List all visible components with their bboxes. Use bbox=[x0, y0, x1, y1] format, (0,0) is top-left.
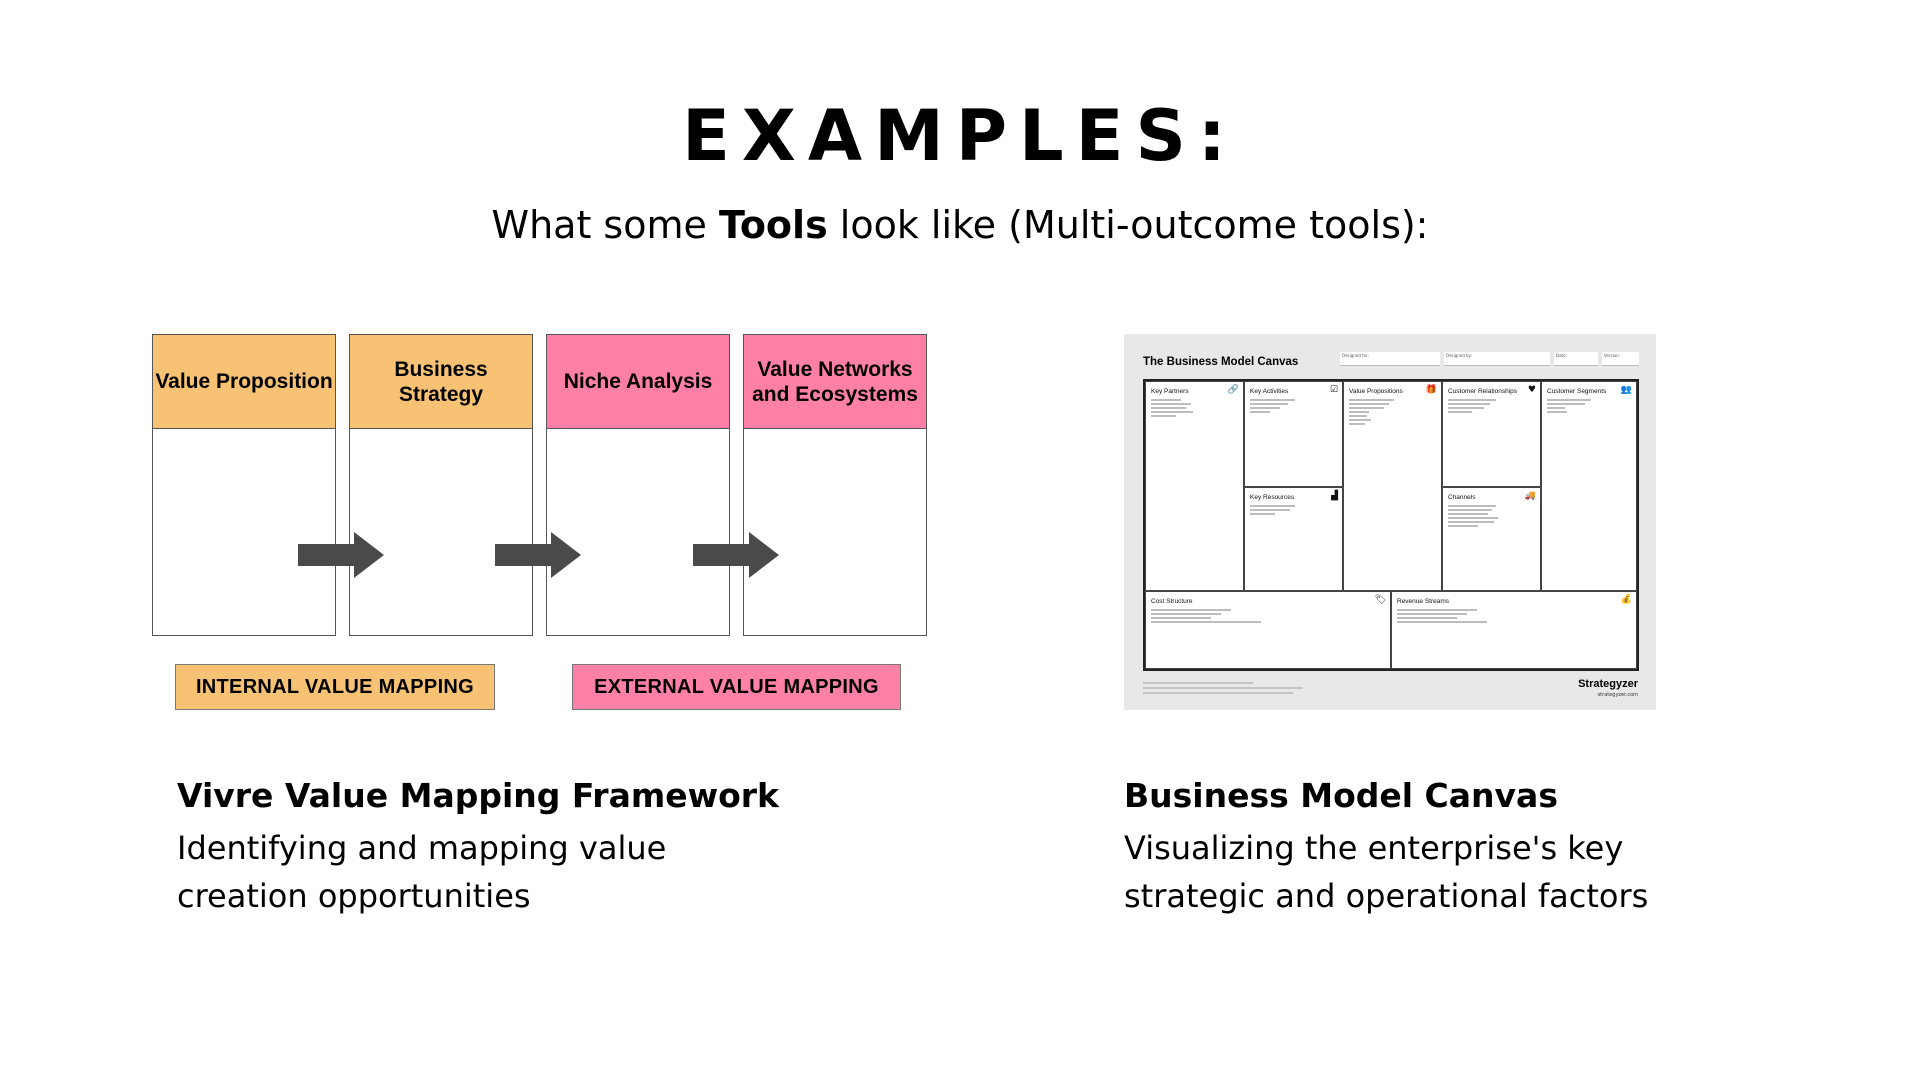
framework-column-niche-analysis: Niche Analysis bbox=[546, 334, 730, 636]
cell-label: Cost Structure bbox=[1151, 598, 1193, 605]
factory-icon: ▟ bbox=[1331, 491, 1338, 501]
framework-caption-title: Vivre Value Mapping Framework bbox=[177, 776, 779, 815]
bmc-footer-text bbox=[1143, 682, 1303, 697]
text-lines bbox=[1547, 399, 1591, 415]
gift-icon: 🎁 bbox=[1425, 385, 1437, 395]
bmc-cell-customer-relationships: Customer Relationships ♥ bbox=[1442, 381, 1541, 487]
arrow-right-icon bbox=[495, 532, 581, 578]
bmc-caption-description: Visualizing the enterprise's key strateg… bbox=[1124, 829, 1649, 915]
arrow-right-icon bbox=[298, 532, 384, 578]
bmc-board: Key Partners 🔗 Key Activities ☑ Key Reso… bbox=[1143, 379, 1639, 671]
bmc-cell-value-propositions: Value Propositions 🎁 bbox=[1343, 381, 1442, 591]
cell-label: Customer Relationships bbox=[1448, 388, 1518, 395]
framework-column-value-proposition: Value Proposition bbox=[152, 334, 336, 636]
page-subtitle: What some Tools look like (Multi-outcome… bbox=[0, 200, 1920, 250]
text-lines bbox=[1151, 399, 1193, 419]
text-lines bbox=[1349, 399, 1394, 427]
truck-icon: 🚚 bbox=[1524, 491, 1536, 501]
bmc-title: The Business Model Canvas bbox=[1143, 356, 1299, 368]
bmc-meta-designed-by: Designed by: bbox=[1444, 352, 1550, 366]
framework-caption-description: Identifying and mapping value creation o… bbox=[177, 829, 667, 915]
page-title: EXAMPLES: bbox=[682, 95, 1238, 177]
framework-column-business-strategy: Business Strategy bbox=[349, 334, 533, 636]
bmc-meta-date: Date: bbox=[1554, 352, 1598, 366]
bmc-cell-key-activities: Key Activities ☑ bbox=[1244, 381, 1343, 487]
subtitle-suffix: look like (Multi-outcome tools): bbox=[827, 203, 1429, 247]
subtitle-prefix: What some bbox=[491, 203, 719, 247]
text-lines bbox=[1250, 399, 1295, 415]
arrow-right-icon bbox=[693, 532, 779, 578]
bmc-caption-title: Business Model Canvas bbox=[1124, 776, 1558, 815]
cell-label: Key Resources bbox=[1250, 494, 1295, 501]
text-lines bbox=[1151, 609, 1261, 625]
link-icon: 🔗 bbox=[1227, 385, 1239, 395]
text-lines bbox=[1448, 399, 1496, 415]
bmc-cell-customer-segments: Customer Segments 👥 bbox=[1541, 381, 1637, 591]
framework-column-value-networks: Value Networks and Ecosystems bbox=[743, 334, 927, 636]
cell-label: Key Partners bbox=[1151, 388, 1189, 395]
text-lines bbox=[1250, 505, 1295, 517]
text-lines bbox=[1448, 505, 1498, 529]
column-header: Value Networks and Ecosystems bbox=[744, 335, 926, 429]
cell-label: Value Propositions bbox=[1349, 388, 1403, 395]
people-icon: 👥 bbox=[1620, 385, 1632, 395]
strategyzer-url: strategyzer.com bbox=[1597, 692, 1638, 698]
bmc-cell-cost-structure: Cost Structure 🏷 bbox=[1145, 591, 1391, 669]
bmc-cell-key-resources: Key Resources ▟ bbox=[1244, 487, 1343, 591]
cell-label: Revenue Streams bbox=[1397, 598, 1450, 605]
cell-label: Customer Segments bbox=[1547, 388, 1607, 395]
price-tag-icon: 🏷 bbox=[1374, 595, 1386, 605]
bmc-cell-revenue-streams: Revenue Streams 💰 bbox=[1391, 591, 1637, 669]
column-header: Niche Analysis bbox=[547, 335, 729, 429]
money-bag-icon: 💰 bbox=[1620, 595, 1632, 605]
external-value-mapping-label: EXTERNAL VALUE MAPPING bbox=[572, 664, 901, 710]
cell-label: Key Activities bbox=[1250, 388, 1289, 395]
bmc-meta-designed-for: Designed for: bbox=[1340, 352, 1440, 366]
bmc-meta-version: Version: bbox=[1602, 352, 1639, 366]
subtitle-bold: Tools bbox=[718, 203, 828, 247]
heart-icon: ♥ bbox=[1527, 385, 1536, 395]
cell-label: Channels bbox=[1448, 494, 1476, 501]
bmc-cell-channels: Channels 🚚 bbox=[1442, 487, 1541, 591]
column-header: Value Proposition bbox=[153, 335, 335, 429]
internal-value-mapping-label: INTERNAL VALUE MAPPING bbox=[175, 664, 495, 710]
bmc-cell-key-partners: Key Partners 🔗 bbox=[1145, 381, 1244, 591]
text-lines bbox=[1397, 609, 1487, 625]
checkbox-icon: ☑ bbox=[1329, 385, 1338, 395]
business-model-canvas-image: The Business Model Canvas Designed for: … bbox=[1124, 334, 1656, 710]
strategyzer-logo: Strategyzer bbox=[1578, 678, 1638, 690]
column-header: Business Strategy bbox=[350, 335, 532, 429]
